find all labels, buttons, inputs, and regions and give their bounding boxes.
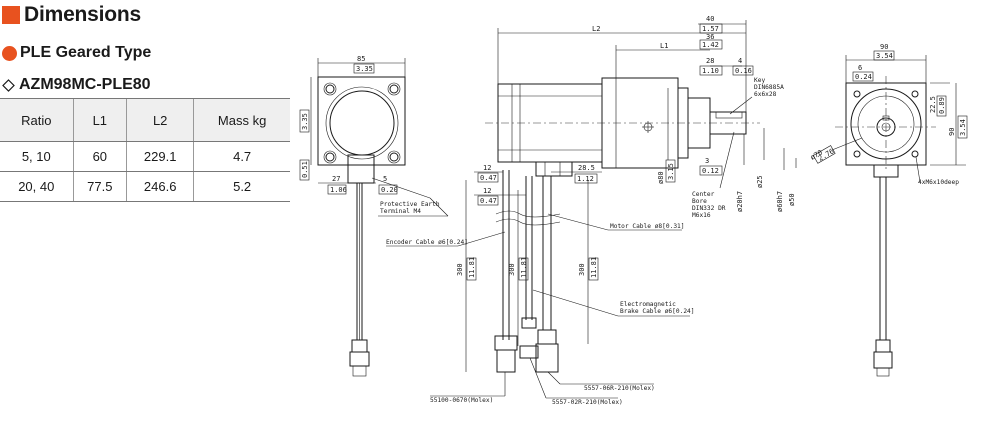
dim-85-inch: 3.35 bbox=[356, 65, 373, 73]
dim-27-inch: 1.06 bbox=[330, 186, 347, 194]
dim-3-inch: 0.12 bbox=[702, 167, 719, 175]
table-cell: 60 bbox=[72, 141, 127, 172]
side-view: L2 L1 40 1.57 36 1.42 28 1.10 4 0.16 Key… bbox=[386, 15, 797, 406]
spec-table: Ratio L1 L2 Mass kg 5, 10 60 229.1 4.7 2… bbox=[0, 98, 290, 202]
dim-40-inch: 1.57 bbox=[702, 25, 719, 33]
dim-12a: 12 bbox=[483, 164, 491, 172]
label-encoder-cable: Encoder Cable ø6[0.24] bbox=[386, 239, 468, 246]
dim-4-inch: 0.16 bbox=[735, 67, 752, 75]
table-cell: 246.6 bbox=[126, 171, 194, 202]
dim-300a-inch: 11.81 bbox=[468, 257, 476, 278]
label-bore: Bore bbox=[692, 198, 707, 205]
label-brake-cable: Brake Cable ø6[0.24] bbox=[620, 308, 695, 315]
table-header: Mass kg bbox=[193, 98, 290, 142]
dim-300c-inch: 11.81 bbox=[590, 257, 598, 278]
dim-5-inch: 0.20 bbox=[381, 186, 398, 194]
model-heading: AZM98MC-PLE80 bbox=[2, 76, 151, 94]
dim-shaft-25: ø25 bbox=[756, 175, 764, 188]
label-din332: DIN332 DR bbox=[692, 205, 726, 212]
dim-36-inch: 1.42 bbox=[702, 41, 719, 49]
dim-28: 28 bbox=[706, 57, 714, 65]
diamond-icon bbox=[2, 78, 15, 92]
dim-225: 22.5 bbox=[929, 96, 937, 113]
dim-shaft-20: ø20h7 bbox=[736, 191, 744, 212]
dim-225-inch: 0.89 bbox=[938, 97, 946, 114]
dim-shaft-50: ø50 bbox=[788, 193, 796, 206]
dim-36: 36 bbox=[706, 33, 714, 41]
label-connector-06R: 5557-06R-210(Molex) bbox=[584, 385, 655, 392]
label-center: Center bbox=[692, 191, 715, 198]
dim-90: 90 bbox=[880, 43, 888, 51]
dim-side-051: 0.51 bbox=[301, 161, 309, 178]
dim-12b: 12 bbox=[483, 187, 491, 195]
product-type-heading: PLE Geared Type bbox=[2, 44, 151, 62]
dim-d80-inch: 3.15 bbox=[667, 163, 675, 180]
dim-12a-inch: 0.47 bbox=[480, 174, 497, 182]
table-row: 20, 40 77.5 246.6 5.2 bbox=[0, 171, 290, 202]
table-cell: 4.7 bbox=[193, 141, 290, 172]
dim-L1: L1 bbox=[660, 42, 668, 50]
front-view: 90 3.54 6 0.24 22.5 0.89 90 3.54 ø70 2.7… bbox=[809, 43, 968, 377]
table-row: 5, 10 60 229.1 4.7 bbox=[0, 141, 290, 172]
table-header: L2 bbox=[126, 98, 194, 142]
dim-90r-inch: 3.54 bbox=[959, 119, 967, 136]
label-connector-02R: 5557-02R-210(Molex) bbox=[552, 399, 623, 406]
dim-90r: 90 bbox=[948, 128, 956, 136]
dim-27: 27 bbox=[332, 175, 340, 183]
dim-285: 28.5 bbox=[578, 164, 595, 172]
table-header-row: Ratio L1 L2 Mass kg bbox=[0, 98, 290, 142]
dim-d80: ø80 bbox=[657, 171, 665, 184]
table-cell: 77.5 bbox=[72, 171, 127, 202]
dim-300b-inch: 11.81 bbox=[520, 257, 528, 278]
label-terminal-m4: Terminal M4 bbox=[380, 208, 421, 215]
table-header: L1 bbox=[72, 98, 127, 142]
dim-6: 6 bbox=[858, 64, 862, 72]
dim-300b: 300 bbox=[508, 263, 516, 276]
label-m6x16: M6x16 bbox=[692, 212, 711, 219]
label-electromagnetic: Electromagnetic bbox=[620, 301, 676, 308]
table-cell: 5, 10 bbox=[0, 141, 74, 172]
dim-28-inch: 1.10 bbox=[702, 67, 719, 75]
table-header: Ratio bbox=[0, 98, 74, 142]
dim-5: 5 bbox=[383, 175, 387, 183]
dim-300c: 300 bbox=[578, 263, 586, 276]
model-name: AZM98MC-PLE80 bbox=[19, 76, 151, 93]
label-protective-earth: Protective Earth bbox=[380, 201, 440, 208]
dim-shaft-60: ø60h7 bbox=[776, 191, 784, 212]
dim-L2: L2 bbox=[592, 25, 600, 33]
dim-90-inch: 3.54 bbox=[876, 52, 893, 60]
page-title: Dimensions bbox=[24, 3, 142, 26]
label-motor-cable: Motor Cable ø8[0.31] bbox=[610, 223, 685, 230]
table-cell: 5.2 bbox=[193, 171, 290, 202]
dim-300a: 300 bbox=[456, 263, 464, 276]
table-cell: 229.1 bbox=[126, 141, 194, 172]
dim-285-inch: 1.12 bbox=[577, 175, 594, 183]
label-tapped-holes: 4xM6x10deep bbox=[918, 179, 959, 186]
product-type-label: PLE Geared Type bbox=[20, 44, 152, 61]
dim-4: 4 bbox=[738, 57, 742, 65]
orange-square-icon bbox=[2, 6, 20, 24]
label-connector-55100: 55100-0670(Molex) bbox=[430, 397, 493, 404]
dim-40: 40 bbox=[706, 15, 714, 23]
section-title: Dimensions bbox=[2, 2, 141, 28]
dim-6-inch: 0.24 bbox=[855, 73, 872, 81]
dim-85: 85 bbox=[357, 55, 365, 63]
table-cell: 20, 40 bbox=[0, 171, 74, 202]
rear-view: 85 3.35 3.35 0.51 27 1.06 5 0.20 Protect… bbox=[299, 55, 449, 377]
label-key: Key bbox=[754, 77, 765, 84]
label-key-spec: DIN6885A bbox=[754, 84, 784, 91]
label-key-size: 6x6x28 bbox=[754, 91, 777, 98]
dim-3: 3 bbox=[705, 157, 709, 165]
orange-dot-icon bbox=[2, 45, 17, 61]
dim-side-335: 3.35 bbox=[301, 113, 309, 130]
dim-12b-inch: 0.47 bbox=[480, 197, 497, 205]
